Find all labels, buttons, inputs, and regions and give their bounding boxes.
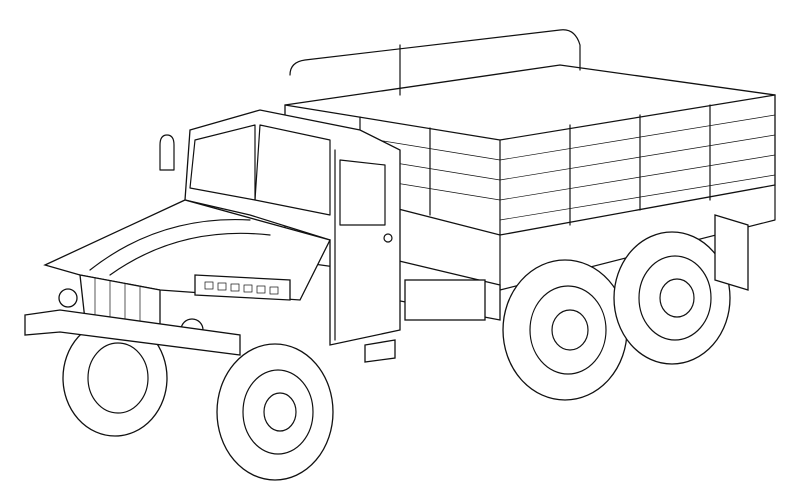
front-right-wheel [216, 343, 334, 481]
front-bumper [24, 309, 241, 356]
mudflap [714, 214, 749, 291]
door-window [339, 159, 386, 226]
rear-wheel-2 [613, 231, 731, 365]
chassis [394, 259, 501, 321]
vent-holes [204, 281, 279, 295]
cab [159, 109, 401, 346]
vent-panel [194, 274, 291, 301]
beacon-light [159, 134, 175, 171]
fuel-tank [404, 279, 486, 321]
step [364, 339, 396, 363]
front-left-wheel [62, 319, 168, 437]
left-headlight [58, 288, 78, 308]
canopy-bow [289, 29, 581, 76]
rear-wheel-1 [502, 259, 628, 401]
door-handle [383, 233, 393, 243]
